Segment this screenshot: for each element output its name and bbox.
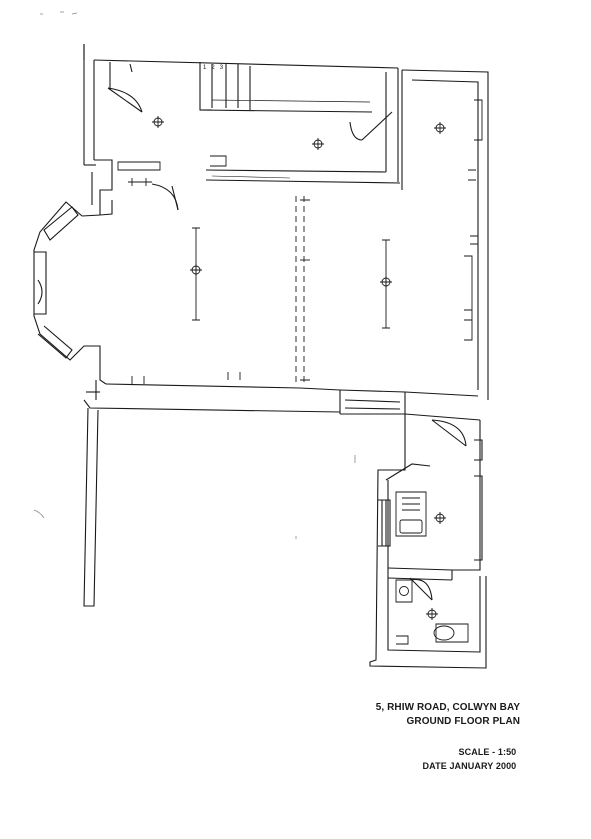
title-block: 5, RHIW ROAD, COLWYN BAY GROUND FLOOR PL… [300, 700, 522, 774]
drawing-address: 5, RHIW ROAD, COLWYN BAY [375, 701, 521, 713]
stair-step-labels: 1 2 3 [203, 65, 223, 71]
removed-partition [296, 196, 304, 386]
stair-step-2: 2 [211, 65, 215, 71]
stair-step-1: 1 [203, 65, 207, 71]
drawing-date: DATE JANUARY 2000 [422, 761, 517, 772]
drawing-scale: SCALE - 1:50 [458, 747, 517, 758]
wall-fittings [118, 100, 482, 384]
kitchen-sink [396, 492, 426, 536]
doors [108, 88, 466, 600]
stairs [110, 62, 372, 112]
outer-walls [34, 44, 488, 606]
rear-extension [370, 414, 486, 668]
scan-marks [34, 12, 355, 539]
wc-fittings [396, 580, 468, 644]
light-points [152, 116, 446, 620]
stair-step-3: 3 [219, 65, 224, 71]
drawing-plan-title: GROUND FLOOR PLAN [406, 715, 521, 727]
